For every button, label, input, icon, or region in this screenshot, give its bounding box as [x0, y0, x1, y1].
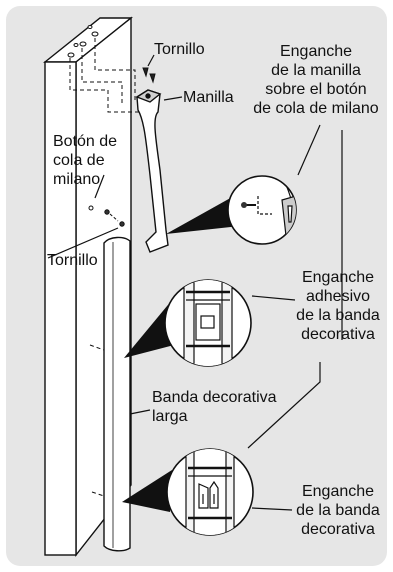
label-banda-larga: Banda decorativa larga [152, 389, 277, 425]
screw-holes [67, 25, 99, 58]
label-tornillo-top: Tornillo [154, 41, 205, 58]
detail-adhesive-hook [164, 279, 252, 367]
label-tornillo-left: Tornillo [47, 252, 98, 269]
label-boton-cola: Botón de cola de milano [53, 133, 118, 188]
label-manilla: Manilla [183, 89, 234, 106]
detail-strip-hook [166, 448, 254, 536]
handle [135, 89, 169, 253]
strip-hook-marks [89, 344, 105, 497]
screw-icon [142, 67, 156, 84]
decorative-strip [103, 236, 131, 552]
label-enganche-banda: Enganche de la banda decorativa [296, 483, 380, 538]
label-enganche-adhesivo: Enganche adhesivo de la banda decorativa [296, 269, 380, 343]
callout-wedge [122, 196, 240, 512]
hidden-bracket-lines [69, 38, 150, 113]
detail-handle-hook [227, 175, 297, 245]
label-enganche-manilla: Enganche de la manilla sobre el botón de… [253, 43, 379, 117]
dovetail-button-icon [88, 205, 125, 227]
leader-lines [47, 54, 343, 511]
